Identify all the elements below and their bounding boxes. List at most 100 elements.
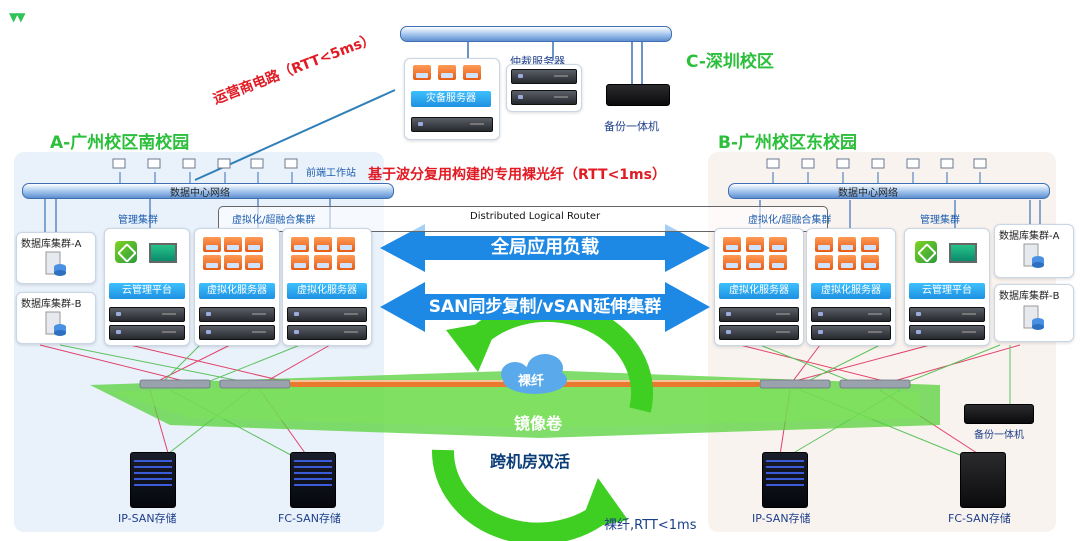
virt-server-unit [199, 307, 275, 322]
virt-server-panel-b1: 虚拟化服务器 [714, 228, 804, 346]
vm-icon [861, 255, 879, 270]
dlr-label: Distributed Logical Router [470, 211, 601, 222]
virt-server-label-b1: 虚拟化服务器 [719, 283, 799, 299]
mgmt-cluster-panel-b: 云管理平台 [904, 228, 990, 346]
vm-icon [337, 255, 355, 270]
workstation-group-b [766, 158, 996, 178]
distributed-logical-router [218, 206, 828, 232]
db-cluster-a-panel-b: 数据库集群-A [994, 224, 1074, 278]
vm-icon [861, 237, 879, 252]
vm-icon [314, 237, 332, 252]
vsphere-icon [915, 241, 937, 263]
vm-icon [245, 237, 263, 252]
hci-cluster-label-a: 虚拟化/超融合集群 [232, 215, 316, 226]
vm-icon [746, 237, 764, 252]
virt-server-label-a1: 虚拟化服务器 [199, 283, 275, 299]
virt-server-unit [287, 325, 367, 340]
virt-server-panel-a2: 虚拟化服务器 [282, 228, 372, 346]
vm-icon [203, 255, 221, 270]
dwdm-fiber-label: 基于波分复用构建的专用裸光纤（RTT<1ms） [368, 167, 666, 183]
virt-server-unit [199, 325, 275, 340]
db-cluster-a-label-b: 数据库集群-A [999, 231, 1060, 242]
dr-server-panel: 灾备服务器 [404, 58, 500, 140]
vm-icon [723, 237, 741, 252]
arbiter-server-unit-2 [511, 90, 577, 105]
vsphere-icon [115, 241, 137, 263]
vm-icon [337, 237, 355, 252]
vm-icon [438, 65, 456, 80]
db-cluster-b-label-a: 数据库集群-B [21, 299, 82, 310]
db-cluster-b-panel-b: 数据库集群-B [994, 284, 1074, 342]
virt-server-label-b2: 虚拟化服务器 [811, 283, 891, 299]
virt-server-unit [287, 307, 367, 322]
vm-icon [746, 255, 764, 270]
vm-icon [723, 255, 741, 270]
bare-fiber-rtt-label: 裸纤,RTT<1ms [604, 518, 697, 533]
cloud-icon [501, 354, 567, 394]
vm-grid [203, 237, 263, 270]
ip-san-storage-a [130, 452, 176, 508]
monitor-icon [149, 243, 177, 263]
backup-appliance-b [964, 404, 1034, 424]
vm-icon [245, 255, 263, 270]
vm-icon [769, 237, 787, 252]
backup-appliance-c [606, 84, 670, 106]
vm-icon [838, 255, 856, 270]
chevrons-icon: ▼▼ [9, 10, 26, 24]
db-cluster-b-label-b: 数据库集群-B [999, 291, 1060, 302]
dc-network-bus-a [22, 183, 394, 199]
database-server-icon [45, 251, 66, 276]
vm-icon [224, 237, 242, 252]
dr-server-label: 灾备服务器 [411, 91, 491, 107]
mgmt-server-unit [109, 325, 185, 340]
dr-vm-group [413, 65, 485, 80]
fc-san-label-b: FC-SAN存储 [948, 512, 1011, 525]
ip-san-label-a: IP-SAN存储 [118, 512, 177, 525]
fc-san-storage-a [290, 452, 336, 508]
mgmt-server-unit [909, 325, 985, 340]
san-sync-label: SAN同步复制/vSAN延伸集群 [428, 297, 662, 317]
cross-dc-label: 跨机房双活 [490, 452, 571, 471]
database-server-icon [1023, 305, 1044, 330]
fc-san-label-a: FC-SAN存储 [278, 512, 341, 525]
vm-icon [314, 255, 332, 270]
dc-network-bus-b [728, 183, 1050, 199]
database-server-icon [1023, 243, 1044, 268]
arbiter-server-panel [506, 64, 582, 112]
dc-network-label-b: 数据中心网络 [838, 188, 898, 199]
workstation-group-a [112, 158, 312, 178]
campus-b-title: B-广州校区东校园 [718, 133, 858, 153]
vm-icon [838, 237, 856, 252]
vm-icon [815, 255, 833, 270]
virt-server-panel-b2: 虚拟化服务器 [806, 228, 896, 346]
global-lb-label: 全局应用负载 [491, 237, 599, 258]
mirror-volume-label: 镜像卷 [514, 414, 563, 433]
frontend-workstation-label: 前端工作站 [306, 168, 356, 179]
mgmt-cluster-label-a: 管理集群 [118, 215, 158, 226]
hci-cluster-label-b: 虚拟化/超融合集群 [748, 215, 832, 226]
campus-a-title: A-广州校区南校园 [50, 133, 190, 153]
vm-grid [723, 237, 789, 270]
fc-san-storage-b [960, 452, 1006, 508]
backup-appliance-c-label: 备份一体机 [604, 120, 659, 133]
vm-grid [815, 237, 881, 270]
vm-icon [224, 255, 242, 270]
virt-server-label-a2: 虚拟化服务器 [287, 283, 367, 299]
vm-icon [291, 255, 309, 270]
mgmt-cluster-panel-a: 云管理平台 [104, 228, 190, 346]
cloud-mgmt-label-b: 云管理平台 [909, 283, 985, 299]
san-sync-arrow [380, 282, 710, 332]
virt-server-unit [719, 307, 799, 322]
bare-fiber-label: 裸纤 [518, 374, 545, 389]
vm-icon [413, 65, 431, 80]
dr-server-unit [411, 117, 493, 132]
monitor-icon [949, 243, 977, 263]
vm-grid [291, 237, 357, 270]
backup-appliance-b-label: 备份一体机 [974, 430, 1024, 441]
vm-icon [815, 237, 833, 252]
mgmt-cluster-label-b: 管理集群 [920, 215, 960, 226]
virt-server-unit [719, 325, 799, 340]
db-cluster-a-panel-a: 数据库集群-A [16, 232, 96, 284]
mgmt-server-unit [109, 307, 185, 322]
